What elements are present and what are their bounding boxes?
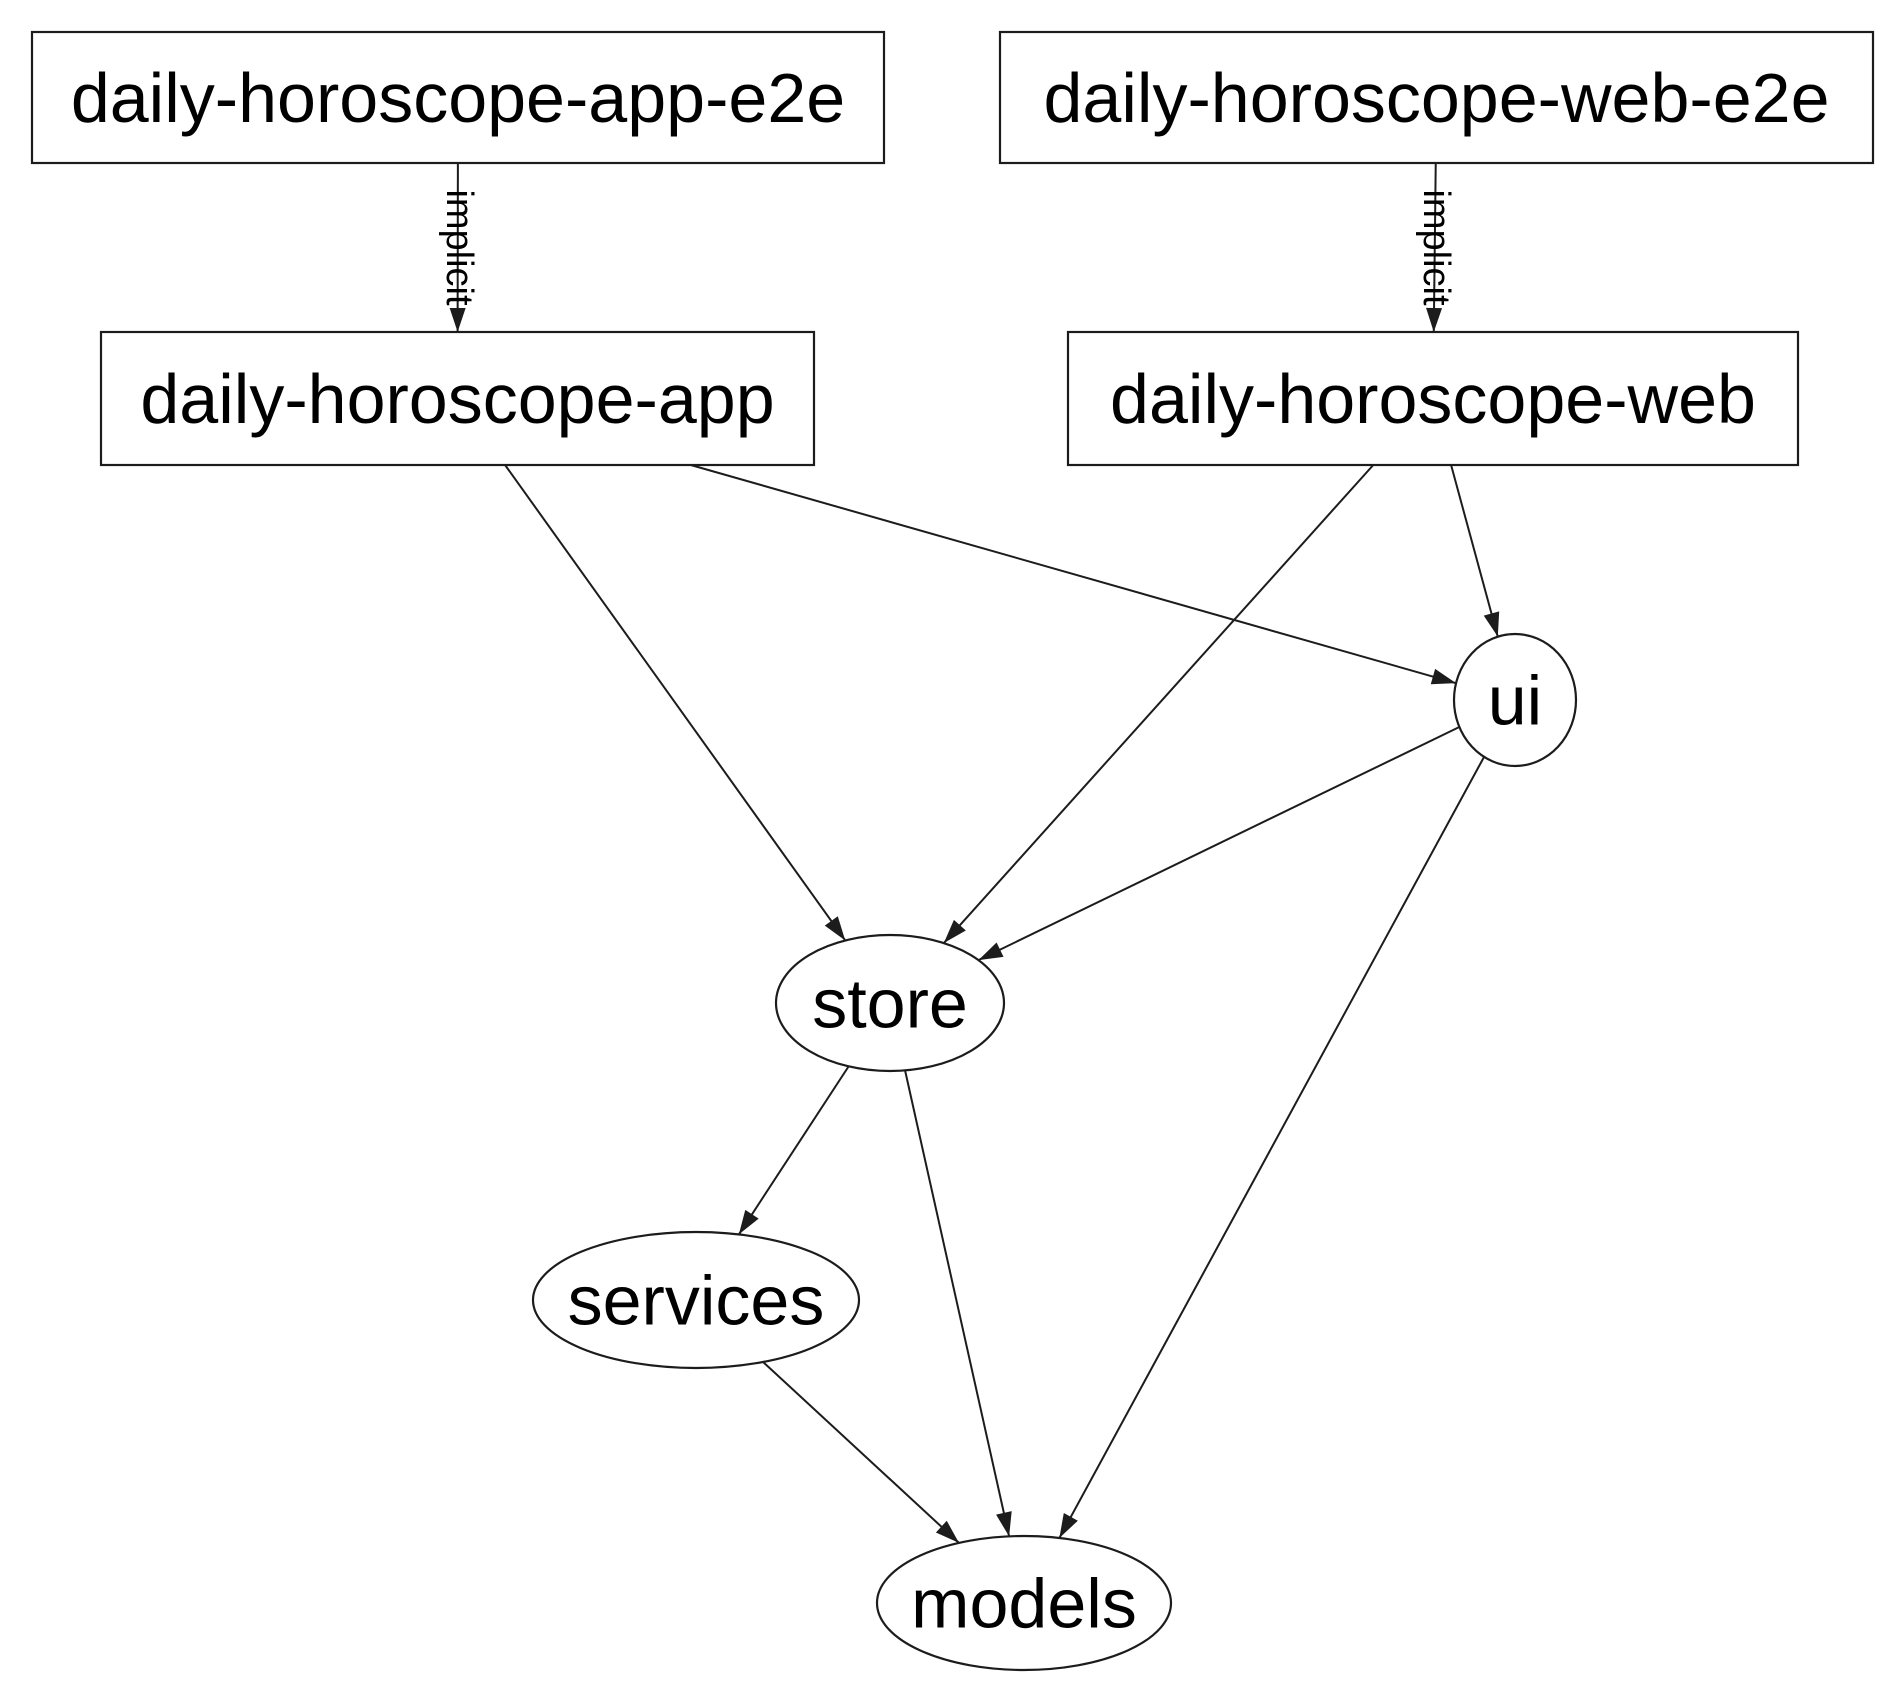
- edge-daily-horoscope-web--store: [943, 464, 1375, 944]
- edge-services--models: [762, 1361, 960, 1544]
- edge-daily-horoscope-app--ui: [690, 464, 1457, 685]
- edge-daily-horoscope-app--store: [504, 464, 847, 942]
- edge-daily-horoscope-web-e2e--daily-horoscope-web: [1426, 162, 1443, 333]
- node-daily-horoscope-web: daily-horoscope-web: [1066, 330, 1800, 467]
- node-label-daily-horoscope-app-e2e: daily-horoscope-app-e2e: [71, 59, 845, 137]
- node-daily-horoscope-web-e2e: daily-horoscope-web-e2e: [998, 30, 1875, 165]
- node-box-daily-horoscope-web: [1066, 330, 1800, 467]
- node-ellipse-ui: [1452, 632, 1578, 768]
- node-label-daily-horoscope-web: daily-horoscope-web: [1110, 360, 1756, 438]
- node-label-services: services: [568, 1262, 825, 1340]
- edges-layer: implicit implicit: [438, 162, 1500, 1544]
- edge-label-implicit: implicit: [1415, 189, 1457, 306]
- edge-ui--store: [978, 726, 1460, 962]
- edge-daily-horoscope-web--ui: [1450, 464, 1500, 637]
- edge-label-implicit: implicit: [438, 189, 480, 306]
- node-box-daily-horoscope-app-e2e: [30, 30, 886, 165]
- node-label-daily-horoscope-app: daily-horoscope-app: [140, 360, 774, 438]
- node-daily-horoscope-app-e2e: daily-horoscope-app-e2e: [30, 30, 886, 165]
- node-ui: ui: [1452, 632, 1578, 768]
- node-label-daily-horoscope-web-e2e: daily-horoscope-web-e2e: [1044, 59, 1830, 137]
- nodes-layer: daily-horoscope-app-e2e daily-horoscope-w…: [30, 30, 1875, 1672]
- node-store: store: [774, 933, 1006, 1073]
- node-models: models: [875, 1534, 1173, 1672]
- edge-store--models: [904, 1070, 1012, 1537]
- node-ellipse-models: [875, 1534, 1173, 1672]
- node-label-ui: ui: [1488, 662, 1542, 740]
- node-box-daily-horoscope-web-e2e: [998, 30, 1875, 165]
- node-daily-horoscope-app: daily-horoscope-app: [99, 330, 816, 467]
- edge-ui--models: [1058, 756, 1485, 1539]
- edge-store--services: [738, 1065, 850, 1235]
- node-label-models: models: [911, 1565, 1137, 1643]
- node-services: services: [531, 1230, 861, 1370]
- node-box-daily-horoscope-app: [99, 330, 816, 467]
- node-ellipse-store: [774, 933, 1006, 1073]
- node-label-store: store: [812, 965, 968, 1043]
- node-ellipse-services: [531, 1230, 861, 1370]
